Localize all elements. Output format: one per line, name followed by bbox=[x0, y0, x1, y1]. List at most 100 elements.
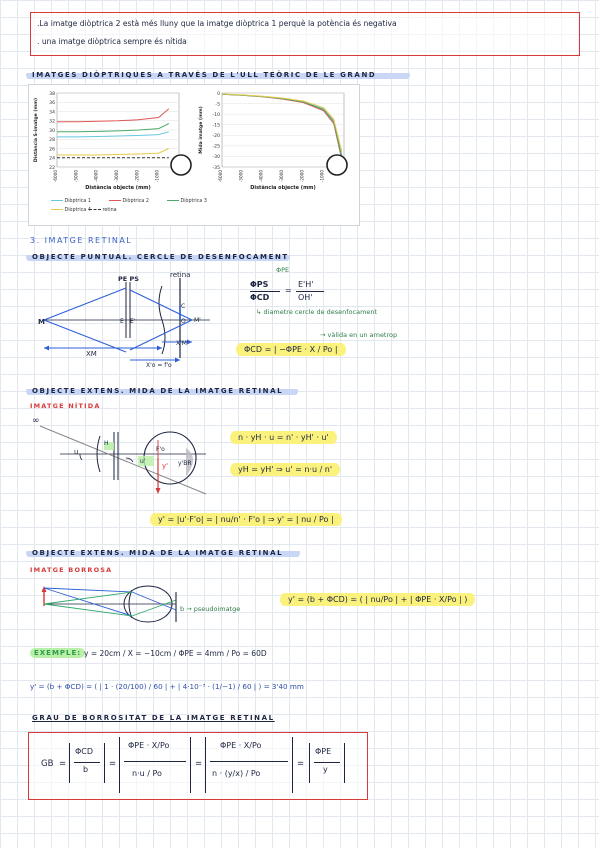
x-tick-label: -3000 bbox=[279, 170, 284, 183]
label-y-prime: y' bbox=[162, 462, 169, 470]
formula-cd-box: ΦCD = | −ΦPE · X / Po | bbox=[236, 342, 346, 357]
x-tick-label: -4000 bbox=[94, 170, 99, 183]
y-tick-label: 24 bbox=[49, 156, 55, 162]
x-tick-label: -2000 bbox=[299, 170, 304, 183]
label-e-prime: E' bbox=[130, 318, 136, 325]
section5-sub: IMATGE BORROSA bbox=[30, 566, 113, 574]
label-u: u bbox=[74, 448, 79, 456]
series-line-1 bbox=[57, 131, 169, 138]
y-tick-label: 34 bbox=[49, 109, 55, 115]
gb-f2-den: n·u / Po bbox=[132, 769, 162, 778]
label-retina: retina bbox=[170, 271, 191, 279]
notes-box: .La imatge diòptrica 2 està més lluny qu… bbox=[30, 12, 580, 56]
section3-heading: OBJECTE PUNTUAL. CERCLE DE DESENFOCAMENT bbox=[26, 252, 290, 262]
section4-heading: OBJECTE EXTENS. MIDA DE LA IMATGE RETINA… bbox=[26, 386, 298, 396]
y-tick-label: -15 bbox=[212, 123, 220, 129]
y-tick-label: 22 bbox=[49, 165, 55, 171]
y-tick-label: -25 bbox=[212, 144, 220, 150]
y-tick-label: -5 bbox=[215, 101, 220, 107]
eq-blur: y' = (b + ΦCD) = ( | nu/Po | + | ΦPE · X… bbox=[288, 595, 468, 604]
series-line-4 bbox=[57, 148, 170, 156]
label-h: H bbox=[104, 440, 109, 447]
x-tick-label: -1000 bbox=[320, 170, 325, 183]
blurred-image-diagram bbox=[41, 585, 177, 623]
y-tick-label: 28 bbox=[49, 137, 55, 143]
gb-f1-num: ΦCD bbox=[75, 747, 94, 756]
series-line-3 bbox=[57, 123, 170, 133]
x-tick-label: -3000 bbox=[114, 170, 119, 183]
y-tick-label: 26 bbox=[49, 146, 55, 152]
section4-sub: IMATGE NÍTIDA bbox=[30, 402, 101, 410]
y-tick-label: -35 bbox=[212, 165, 220, 171]
x-tick-label: -4000 bbox=[259, 170, 264, 183]
eye-circle-right-icon bbox=[326, 154, 348, 176]
x-tick-label: -1000 bbox=[155, 170, 160, 183]
gb-frac-4: ΦPE y bbox=[309, 743, 345, 783]
label-m: M bbox=[38, 318, 45, 326]
ratio-top-note: ΦPE bbox=[276, 266, 290, 274]
plot-area bbox=[221, 92, 345, 168]
note-line-1: .La imatge diòptrica 2 està més lluny qu… bbox=[37, 19, 397, 28]
label-c: C bbox=[181, 303, 186, 310]
section3-title: 3. IMATGE RETINAL bbox=[30, 236, 133, 245]
y-axis-label: Mida imatge (mm) bbox=[198, 106, 204, 154]
label-xo: X'o = f'o bbox=[146, 362, 172, 369]
image-distance-chart: 383634323028262422-6000-5000-4000-3000-2… bbox=[32, 91, 180, 191]
y-tick-label: 36 bbox=[49, 100, 55, 106]
legend-item-3: Diòptrica 3 bbox=[167, 199, 207, 204]
x-tick-label: -5000 bbox=[73, 170, 78, 183]
y-tick-label: -20 bbox=[212, 133, 220, 139]
y-tick-label: 30 bbox=[49, 128, 55, 134]
legend-item-1: Diòptrica 1 bbox=[51, 199, 91, 204]
legend-item-4: Diòptrica 4 bbox=[51, 208, 91, 213]
ratio-rhs-den: OH' bbox=[298, 293, 313, 302]
label-o: O bbox=[181, 318, 186, 325]
gb-f3-den: n · (y/x) / Po bbox=[212, 769, 261, 778]
sharp-image-diagram bbox=[39, 425, 207, 495]
eye-circle-left-icon bbox=[170, 154, 192, 176]
section1-heading: IMATGES DIÒPTRIQUES A TRAVÉS DE L'ULL TE… bbox=[26, 70, 410, 80]
eq2: yH = yH' ⇒ u' = n·u / n' bbox=[238, 465, 333, 474]
series-line-2 bbox=[57, 108, 170, 123]
legend-item-5: retina bbox=[89, 208, 117, 213]
gb-f3-num: ΦPE · X/Po bbox=[220, 741, 262, 750]
y-tick-label: 38 bbox=[49, 91, 55, 97]
validity-note: → vàlida en un ametrop bbox=[320, 331, 398, 339]
label-ybr: y'BR bbox=[178, 460, 192, 467]
gb-label: GB bbox=[41, 759, 54, 769]
x-tick-label: -2000 bbox=[134, 170, 139, 183]
pseudo-image-note: b → pseudoimatge bbox=[180, 605, 241, 613]
chart-legend: Diòptrica 1 Diòptrica 2 Diòptrica 3 Diòp… bbox=[51, 199, 231, 221]
section6-heading: GRAU DE BORROSITAT DE LA IMATGE RETINAL bbox=[32, 714, 275, 722]
defocus-diagram bbox=[43, 278, 210, 363]
example-tag: EXEMPLE: bbox=[30, 648, 86, 658]
eq1-box: n · yH · u = n' · yH' · u' bbox=[230, 430, 337, 445]
gb-frac-2: ΦPE · X/Po n·u / Po bbox=[119, 737, 191, 793]
label-m-prime: M' bbox=[194, 317, 201, 324]
gb-f4-den: y bbox=[323, 765, 328, 774]
gb-f2-num: ΦPE · X/Po bbox=[128, 741, 170, 750]
label-fo: F'o bbox=[156, 446, 165, 453]
gb-frac-1: ΦCD b bbox=[69, 743, 105, 783]
y-tick-label: -30 bbox=[212, 154, 220, 160]
ratio-arrow-note: ↳ diametre cercle de desenfocament bbox=[256, 308, 378, 316]
eq-blur-box: y' = (b + ΦCD) = ( | nu/Po | + | ΦPE · X… bbox=[280, 592, 476, 607]
eq1: n · yH · u = n' · yH' · u' bbox=[238, 433, 329, 442]
gb-box: GB = ΦCD b = ΦPE · X/Po n·u / Po = ΦPE ·… bbox=[28, 732, 368, 800]
label-infinity: ∞ bbox=[32, 416, 40, 426]
x-tick-label: -6000 bbox=[218, 170, 223, 183]
y-tick-label: -10 bbox=[212, 112, 220, 118]
gb-f4-num: ΦPE bbox=[315, 747, 332, 756]
example-given: y = 20cm / X = −10cm / ΦPE = 4mm / Po = … bbox=[84, 649, 267, 658]
y-axis-label: Distància S-imatge (mm) bbox=[32, 98, 39, 162]
x-axis-label: Distància objecte (mm) bbox=[250, 184, 316, 191]
x-axis-label: Distància objecte (mm) bbox=[85, 184, 151, 191]
x-tick-label: -5000 bbox=[238, 170, 243, 183]
section5-heading: OBJECTE EXTENS. MIDA DE LA IMATGE RETINA… bbox=[26, 548, 300, 558]
label-e: E bbox=[120, 318, 124, 325]
ratio-rhs-num: E'H' bbox=[298, 280, 314, 289]
legend-item-2: Diòptrica 2 bbox=[109, 199, 149, 204]
note-line-2: . una imatge diòptrica sempre és nítida bbox=[37, 37, 187, 46]
formula-cd: ΦCD = | −ΦPE · X / Po | bbox=[244, 345, 338, 354]
